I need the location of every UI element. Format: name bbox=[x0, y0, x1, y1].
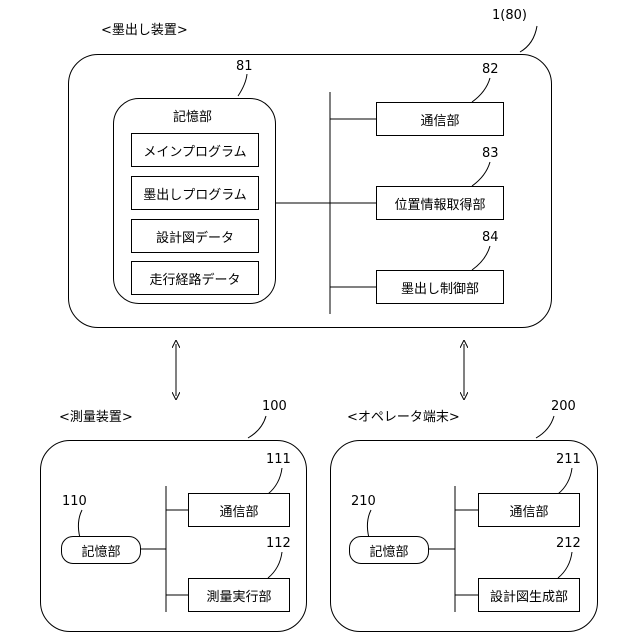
op-storage-210-ref: 210 bbox=[351, 495, 376, 508]
leader-100 bbox=[248, 416, 266, 438]
marking-device-ref: 1(80) bbox=[492, 9, 527, 22]
survey-comm-111-ref: 111 bbox=[266, 453, 291, 466]
survey-communication-unit: 通信部 bbox=[188, 493, 290, 527]
design-data-item: 設計図データ bbox=[131, 219, 259, 253]
marking-communication-unit: 通信部 bbox=[376, 102, 504, 136]
surveying-device-title: <測量装置> bbox=[59, 411, 133, 424]
operator-storage-unit: 記憶部 bbox=[349, 536, 429, 564]
design-generation-unit: 設計図生成部 bbox=[478, 578, 580, 612]
marking-control-unit: 墨出し制御部 bbox=[376, 270, 504, 304]
operator-terminal-title: <オペレータ端末> bbox=[347, 411, 460, 424]
surveying-device-ref: 100 bbox=[262, 400, 287, 413]
comm-82-ref: 82 bbox=[482, 63, 499, 76]
travel-route-data-item: 走行経路データ bbox=[131, 261, 259, 295]
operator-communication-unit: 通信部 bbox=[478, 493, 580, 527]
leader-200 bbox=[536, 416, 554, 438]
marking-program-item: 墨出しプログラム bbox=[131, 176, 259, 210]
survey-storage-unit: 記憶部 bbox=[61, 536, 141, 564]
survey-exec-112-ref: 112 bbox=[266, 537, 291, 550]
position-acquisition-unit: 位置情報取得部 bbox=[376, 186, 504, 220]
op-comm-211-ref: 211 bbox=[556, 453, 581, 466]
storage-81-ref: 81 bbox=[236, 60, 253, 73]
position-83-ref: 83 bbox=[482, 147, 499, 160]
survey-storage-110-ref: 110 bbox=[62, 495, 87, 508]
marking-storage-title: 記憶部 bbox=[173, 111, 212, 124]
operator-terminal-ref: 200 bbox=[551, 400, 576, 413]
control-84-ref: 84 bbox=[482, 231, 499, 244]
leader-1-80 bbox=[520, 26, 537, 52]
op-design-212-ref: 212 bbox=[556, 537, 581, 550]
survey-execution-unit: 測量実行部 bbox=[188, 578, 290, 612]
marking-device-title: <墨出し装置> bbox=[101, 24, 188, 37]
main-program-item: メインプログラム bbox=[131, 133, 259, 167]
